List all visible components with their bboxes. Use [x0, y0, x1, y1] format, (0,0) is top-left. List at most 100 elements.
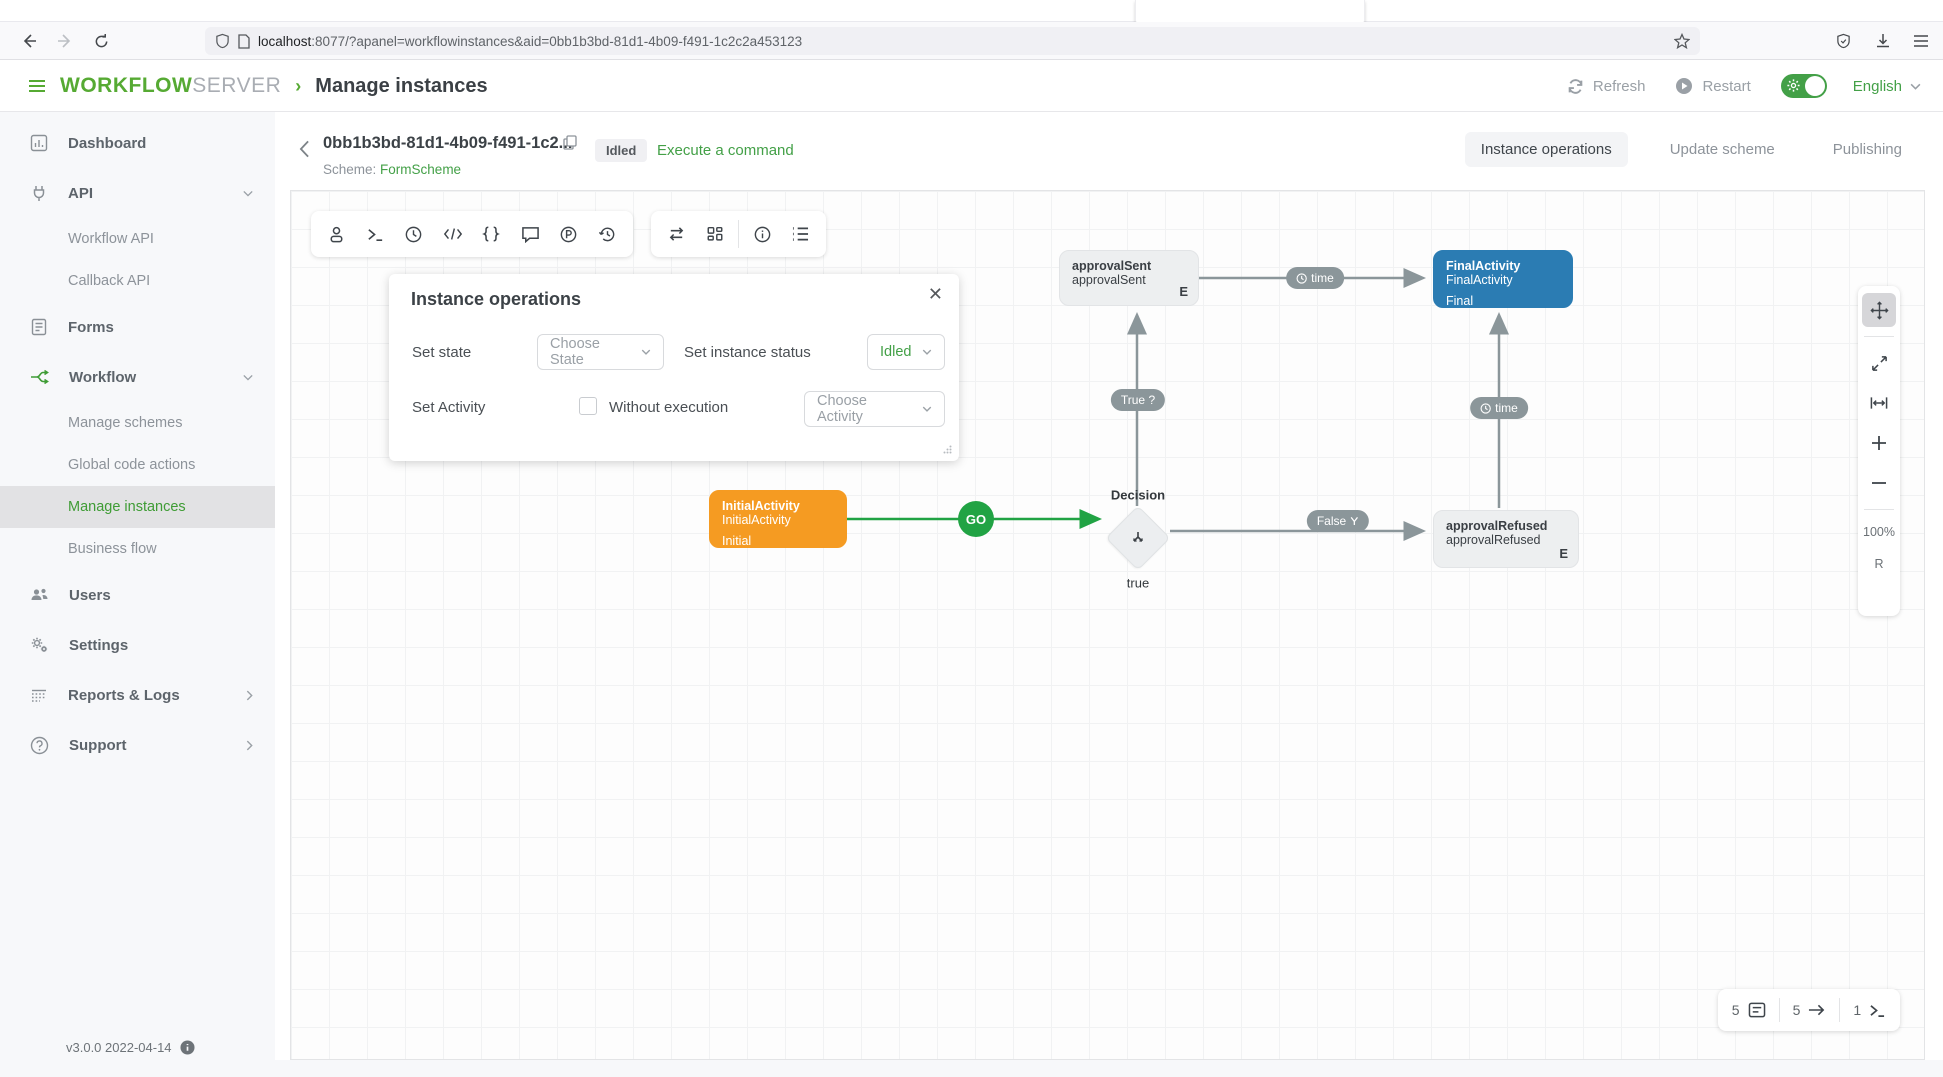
workflow-branch-icon: [31, 369, 49, 385]
choose-state-select[interactable]: Choose State: [537, 334, 664, 370]
timer-tool-icon[interactable]: [395, 214, 434, 254]
activity-node-initial[interactable]: InitialActivity InitialActivity Initial: [709, 490, 847, 548]
stat-commands-count: 1: [1853, 1002, 1862, 1018]
timer-badge[interactable]: time: [1286, 267, 1344, 289]
list-tool-icon[interactable]: [782, 214, 821, 254]
close-icon[interactable]: ✕: [927, 284, 943, 304]
right-tabs: Instance operations Update scheme Publis…: [1464, 132, 1918, 167]
sidebar-item-manage-schemes[interactable]: Manage schemes: [0, 402, 275, 444]
terminal-icon[interactable]: [1869, 1003, 1886, 1018]
node-event-marker: E: [1559, 546, 1568, 562]
instance-id: 0bb1b3bd-81d1-4b09-f491-1c2...: [323, 134, 573, 152]
zoom-reset-button[interactable]: R: [1874, 557, 1884, 571]
fork-icon: [1351, 517, 1359, 526]
node-event-marker: E: [1179, 284, 1188, 300]
node-subtitle: InitialActivity: [722, 513, 791, 528]
code-tool-icon[interactable]: [433, 214, 472, 254]
zoom-out-button[interactable]: [1862, 466, 1896, 500]
command-tool-icon[interactable]: [356, 214, 395, 254]
sidebar-item-label: Reports & Logs: [68, 686, 180, 704]
scheme-name-link[interactable]: FormScheme: [380, 162, 462, 177]
sidebar-item-global-code-actions[interactable]: Global code actions: [0, 444, 275, 486]
theme-toggle[interactable]: [1780, 74, 1827, 98]
dashboard-icon: [30, 134, 48, 152]
activity-node-approval-sent[interactable]: approvalSent approvalSent E: [1059, 250, 1199, 306]
scheme-line: Scheme: FormScheme: [323, 162, 461, 177]
tab-instance-operations[interactable]: Instance operations: [1464, 132, 1628, 167]
restart-button[interactable]: Restart: [1675, 77, 1751, 95]
decision-node[interactable]: [1105, 505, 1171, 571]
sidebar-item-callback-api[interactable]: Callback API: [0, 260, 275, 302]
components-tool-icon[interactable]: [696, 214, 735, 254]
set-state-label: Set state: [412, 344, 472, 361]
sidebar: Dashboard API Workflow API Callback API …: [0, 112, 275, 1077]
tab-update-scheme[interactable]: Update scheme: [1669, 141, 1775, 158]
sidebar-subitem-label: Callback API: [68, 273, 151, 289]
sidebar-item-dashboard[interactable]: Dashboard: [0, 118, 275, 168]
refresh-button[interactable]: Refresh: [1567, 78, 1645, 95]
language-selector[interactable]: English: [1853, 78, 1921, 95]
dialog-title: Instance operations: [411, 289, 582, 309]
false-condition-badge[interactable]: False: [1306, 510, 1370, 532]
comment-tool-icon[interactable]: [511, 214, 550, 254]
sidebar-item-business-flow[interactable]: Business flow: [0, 528, 275, 570]
stats-divider: [1839, 998, 1841, 1022]
fit-width-button[interactable]: [1862, 386, 1896, 420]
dialog-resize-handle[interactable]: [943, 445, 952, 454]
activity-node-final[interactable]: FinalActivity FinalActivity Final: [1433, 250, 1573, 308]
tab-publishing[interactable]: Publishing: [1832, 141, 1902, 158]
sidebar-toggle-icon[interactable]: [28, 79, 46, 93]
bookmark-star-icon[interactable]: [1674, 33, 1690, 49]
sidebar-item-workflow[interactable]: Workflow: [0, 352, 275, 402]
scheme-label: Scheme:: [323, 162, 377, 177]
node-state: Initial: [722, 533, 752, 548]
info-icon[interactable]: [180, 1040, 195, 1055]
workflow-canvas[interactable]: Instance operations ✕ Set state Choose S…: [290, 190, 1925, 1060]
info-tool-icon[interactable]: [743, 214, 782, 254]
sidebar-item-reports-logs[interactable]: Reports & Logs: [0, 670, 275, 720]
timer-label: time: [1311, 271, 1334, 285]
sidebar-item-settings[interactable]: Settings: [0, 620, 275, 670]
sidebar-item-api[interactable]: API: [0, 168, 275, 218]
execute-command-link[interactable]: Execute a command: [657, 142, 794, 159]
actor-tool-icon[interactable]: [317, 214, 356, 254]
back-chevron-icon[interactable]: [299, 140, 310, 158]
shield-account-icon[interactable]: [1832, 30, 1854, 52]
instance-status-select[interactable]: Idled: [867, 334, 945, 370]
fullscreen-button[interactable]: [1862, 346, 1896, 380]
history-tool-icon[interactable]: [588, 214, 627, 254]
sidebar-item-support[interactable]: Support: [0, 720, 275, 770]
node-title: FinalActivity: [1446, 259, 1521, 273]
browser-menu-icon[interactable]: [1910, 30, 1932, 52]
arrow-right-icon[interactable]: [1808, 1003, 1826, 1017]
transitions-tool-icon[interactable]: [657, 214, 696, 254]
browser-toolbar: localhost:8077/?apanel=workflowinstances…: [0, 22, 1943, 60]
url-text[interactable]: localhost:8077/?apanel=workflowinstances…: [258, 34, 802, 49]
timer-badge[interactable]: time: [1470, 397, 1528, 419]
downloads-icon[interactable]: [1872, 30, 1894, 52]
sidebar-item-workflow-api[interactable]: Workflow API: [0, 218, 275, 260]
process-tool-icon[interactable]: [550, 214, 589, 254]
activity-node-approval-refused[interactable]: approvalRefused approvalRefused E: [1433, 510, 1579, 568]
choose-activity-select[interactable]: Choose Activity: [804, 391, 945, 427]
sidebar-item-users[interactable]: Users: [0, 570, 275, 620]
without-execution-checkbox[interactable]: [579, 397, 597, 415]
form-icon[interactable]: [1748, 1002, 1766, 1018]
page-info-icon[interactable]: [238, 33, 250, 49]
shield-permissions-icon[interactable]: [215, 33, 230, 49]
main-content: 0bb1b3bd-81d1-4b09-f491-1c2... Idled Exe…: [275, 112, 1943, 1060]
true-condition-badge[interactable]: True ?: [1110, 389, 1166, 411]
pan-tool-button[interactable]: [1862, 293, 1896, 327]
forward-icon[interactable]: [54, 30, 76, 52]
url-bar[interactable]: localhost:8077/?apanel=workflowinstances…: [205, 27, 1700, 55]
clock-icon: [1480, 402, 1491, 414]
reload-icon[interactable]: [90, 30, 112, 52]
back-icon[interactable]: [18, 30, 40, 52]
sidebar-item-manage-instances[interactable]: Manage instances: [0, 486, 275, 528]
sidebar-item-forms[interactable]: Forms: [0, 302, 275, 352]
browser-active-tab[interactable]: [1135, 0, 1365, 22]
zoom-in-button[interactable]: [1862, 426, 1896, 460]
go-badge[interactable]: GO: [958, 501, 994, 537]
parameters-tool-icon[interactable]: [472, 214, 511, 254]
copy-icon[interactable]: [563, 135, 577, 150]
